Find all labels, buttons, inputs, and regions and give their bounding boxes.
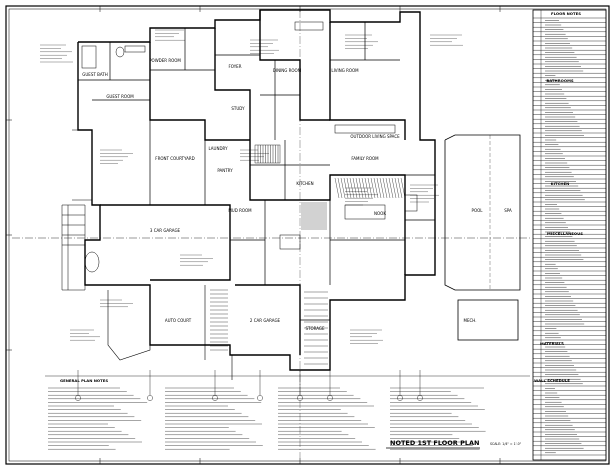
room-spa: SPA (504, 208, 512, 213)
interior-walls (78, 22, 435, 321)
legend-floor-notes-header: FLOOR NOTES (551, 11, 581, 16)
room-front-courtyard: FRONT COURTYARD (155, 156, 194, 161)
hatch-line (376, 177, 382, 199)
hatch-line (391, 177, 397, 199)
hatch-line (382, 177, 388, 199)
room-pool: POOL (472, 208, 484, 213)
entry-steps (61, 129, 93, 291)
grid-marker (417, 395, 423, 401)
hatch-line (394, 177, 400, 199)
driveway (107, 285, 233, 380)
room-foyer: FOYER (229, 64, 242, 69)
sheet-title: NOTED 1ST FLOOR PLAN (390, 439, 479, 447)
room-dining-room: DINING ROOM (273, 68, 302, 73)
room-living-room: LIVING ROOM (331, 68, 359, 73)
room-study: STUDY (231, 106, 245, 111)
room-kitchen: KITCHEN (296, 181, 313, 186)
grid-marker (397, 395, 403, 401)
grid-marker (297, 395, 303, 401)
grid-marker (147, 395, 153, 401)
sheet-title-block: NOTED 1ST FLOOR PLAN SCALE: 1/4" = 1'-0" (386, 439, 522, 449)
annotation-blocks (40, 29, 463, 344)
room-storage: STORAGE (305, 326, 325, 331)
grid-markers (75, 370, 423, 401)
legend-materials-header: MATERIALS (540, 341, 564, 346)
hatch-line (400, 177, 406, 199)
room-garage-3-car: 3 CAR GARAGE (150, 228, 181, 233)
grid-marker (75, 395, 81, 401)
legend-panel: FLOOR NOTES BATHROOMS KITCHEN MISCELLANE… (532, 9, 607, 461)
room-mech: MECH. (464, 318, 477, 323)
general-plan-notes: GENERAL PLAN NOTES (45, 375, 530, 450)
grid-marker (327, 395, 333, 401)
room-powder-room: POWDER ROOM (149, 58, 181, 63)
room-guest-room: GUEST ROOM (106, 94, 134, 99)
hatch-line (334, 177, 340, 199)
legend-wall-schedule-header: WALL SCHEDULE (534, 378, 570, 383)
room-laundry: LAUNDRY (208, 146, 228, 151)
pool-area (444, 134, 521, 341)
room-outdoor-living: OUTDOOR LIVING SPACE (350, 134, 400, 139)
grid-marker (212, 395, 218, 401)
legend-bathrooms-header: BATHROOMS (546, 78, 573, 83)
room-guest-bath: GUEST BATH (82, 72, 107, 77)
room-nook: NOOK (374, 211, 386, 216)
room-mud-room: MUD ROOM (228, 208, 252, 213)
room-pantry: PANTRY (217, 168, 233, 173)
hatch-lines (210, 177, 406, 365)
hatch-line (385, 177, 391, 199)
sheet-scale: SCALE: 1/4" = 1'-0" (490, 442, 522, 446)
stair (254, 144, 281, 164)
general-plan-notes-header: GENERAL PLAN NOTES (60, 378, 108, 383)
hatch-line (373, 177, 379, 199)
room-family-room: FAMILY ROOM (351, 156, 379, 161)
hatch-line (340, 177, 346, 199)
legend-miscellaneous-header: MISCELLANEOUS (547, 231, 583, 236)
fixtures (81, 21, 418, 273)
hatch-line (397, 177, 403, 199)
room-garage-2-car: 2 CAR GARAGE (250, 318, 281, 323)
room-auto-court: AUTO COURT (165, 318, 192, 323)
hatch-line (388, 177, 394, 199)
grid-marker (257, 395, 263, 401)
hatch-line (379, 177, 385, 199)
room-labels: GUEST BATH GUEST ROOM POWDER ROOM FOYER … (82, 58, 512, 331)
hatch-line (337, 177, 343, 199)
building-outline (77, 9, 436, 371)
legend-kitchen-header: KITCHEN (551, 181, 570, 186)
